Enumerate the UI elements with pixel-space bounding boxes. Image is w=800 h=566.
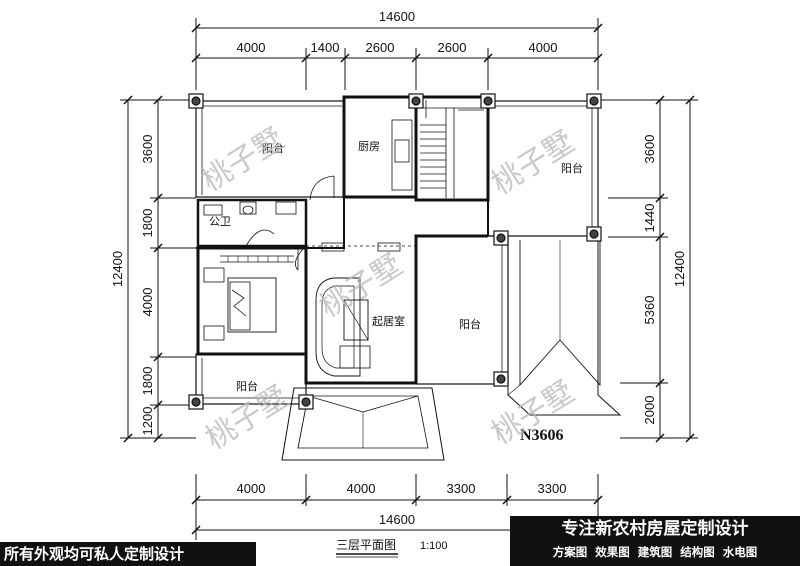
room-label-balcony-sw: 阳台 <box>236 379 258 393</box>
top-dim-1: 4000 <box>237 40 266 55</box>
right-dim-2: 1440 <box>642 204 657 233</box>
bottom-dim-3: 3300 <box>447 481 476 496</box>
room-label-toilet: 公卫 <box>209 215 231 228</box>
top-dim-3: 2600 <box>366 40 395 55</box>
columns <box>188 93 602 410</box>
room-label-living: 起居室 <box>372 314 405 328</box>
footer-right-title: 专注新农村房屋定制设计 <box>561 519 749 539</box>
room-label-balcony-ne: 阳台 <box>561 161 583 175</box>
left-dim-2: 1800 <box>140 209 155 238</box>
plan-code: N3606 <box>520 427 564 444</box>
top-dim-5: 4000 <box>529 40 558 55</box>
bottom-dim-1: 4000 <box>237 481 266 496</box>
drawing-scale: 1:100 <box>420 540 448 552</box>
footer-left-text: 所有外观均可私人定制设计 <box>4 545 185 563</box>
right-total-dim: 12400 <box>672 251 687 287</box>
watermark: 桃子墅 <box>314 247 409 324</box>
walls <box>195 95 622 461</box>
footer-left-banner: 所有外观均可私人定制设计 <box>0 542 256 566</box>
right-dim-4: 2000 <box>642 396 657 425</box>
top-total-dim: 14600 <box>379 9 415 24</box>
top-dim-4: 2600 <box>438 40 467 55</box>
room-label-balcony-nw: 阳台 <box>262 141 284 155</box>
right-dim-1: 3600 <box>642 135 657 164</box>
footer-right-services: 方案图 效果图 建筑图 结构图 水电图 <box>552 545 758 559</box>
bottom-dim-4: 3300 <box>538 481 567 496</box>
footer-right-banner: 专注新农村房屋定制设计 方案图 效果图 建筑图 结构图 水电图 <box>510 516 800 566</box>
room-label-balcony-e: 阳台 <box>459 317 481 331</box>
left-dim-5: 1200 <box>140 407 155 436</box>
top-dim-2: 1400 <box>311 40 340 55</box>
left-dim-4: 1800 <box>140 367 155 396</box>
left-dim-3: 4000 <box>140 288 155 317</box>
room-label-kitchen: 厨房 <box>358 140 380 153</box>
watermark: 桃子墅 <box>196 121 291 198</box>
right-dim-3: 5360 <box>642 296 657 325</box>
bottom-total-dim: 14600 <box>379 512 415 527</box>
left-total-dim: 12400 <box>110 251 125 287</box>
left-dim-1: 3600 <box>140 135 155 164</box>
bottom-dim-2: 4000 <box>347 481 376 496</box>
drawing-title: 三层平面图 <box>336 538 396 552</box>
